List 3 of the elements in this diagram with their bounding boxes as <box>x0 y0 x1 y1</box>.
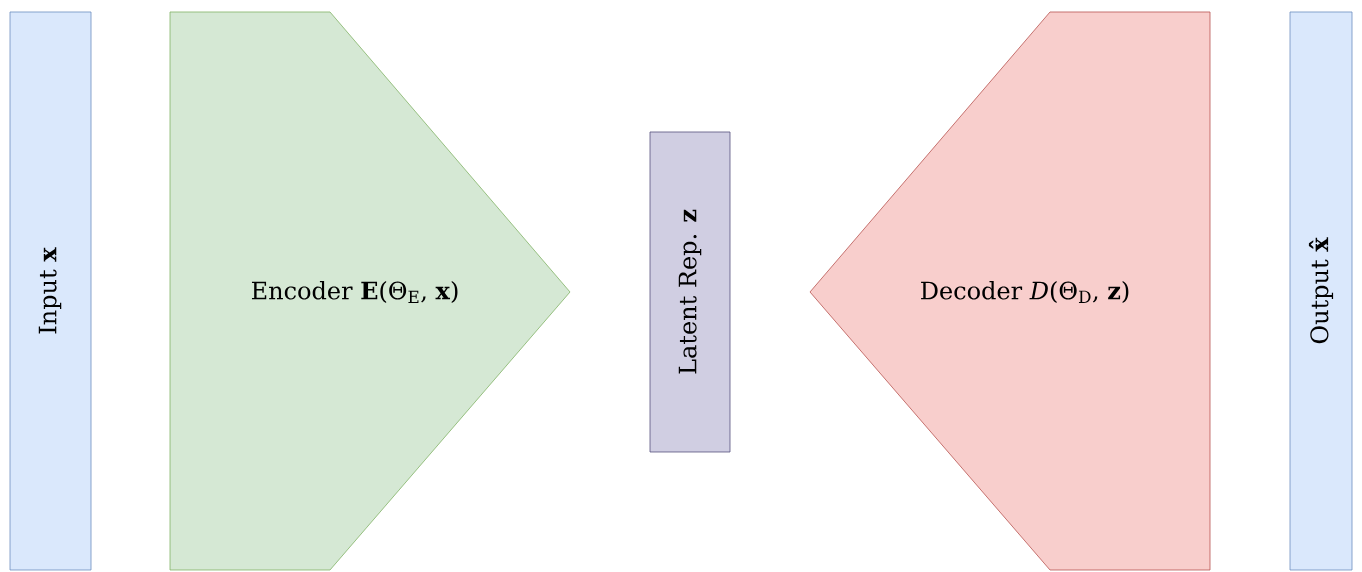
latent-box: Latent Rep. z <box>649 131 731 453</box>
input-bar: Input x <box>9 11 92 571</box>
output-bar: Output x̂ <box>1289 11 1353 571</box>
